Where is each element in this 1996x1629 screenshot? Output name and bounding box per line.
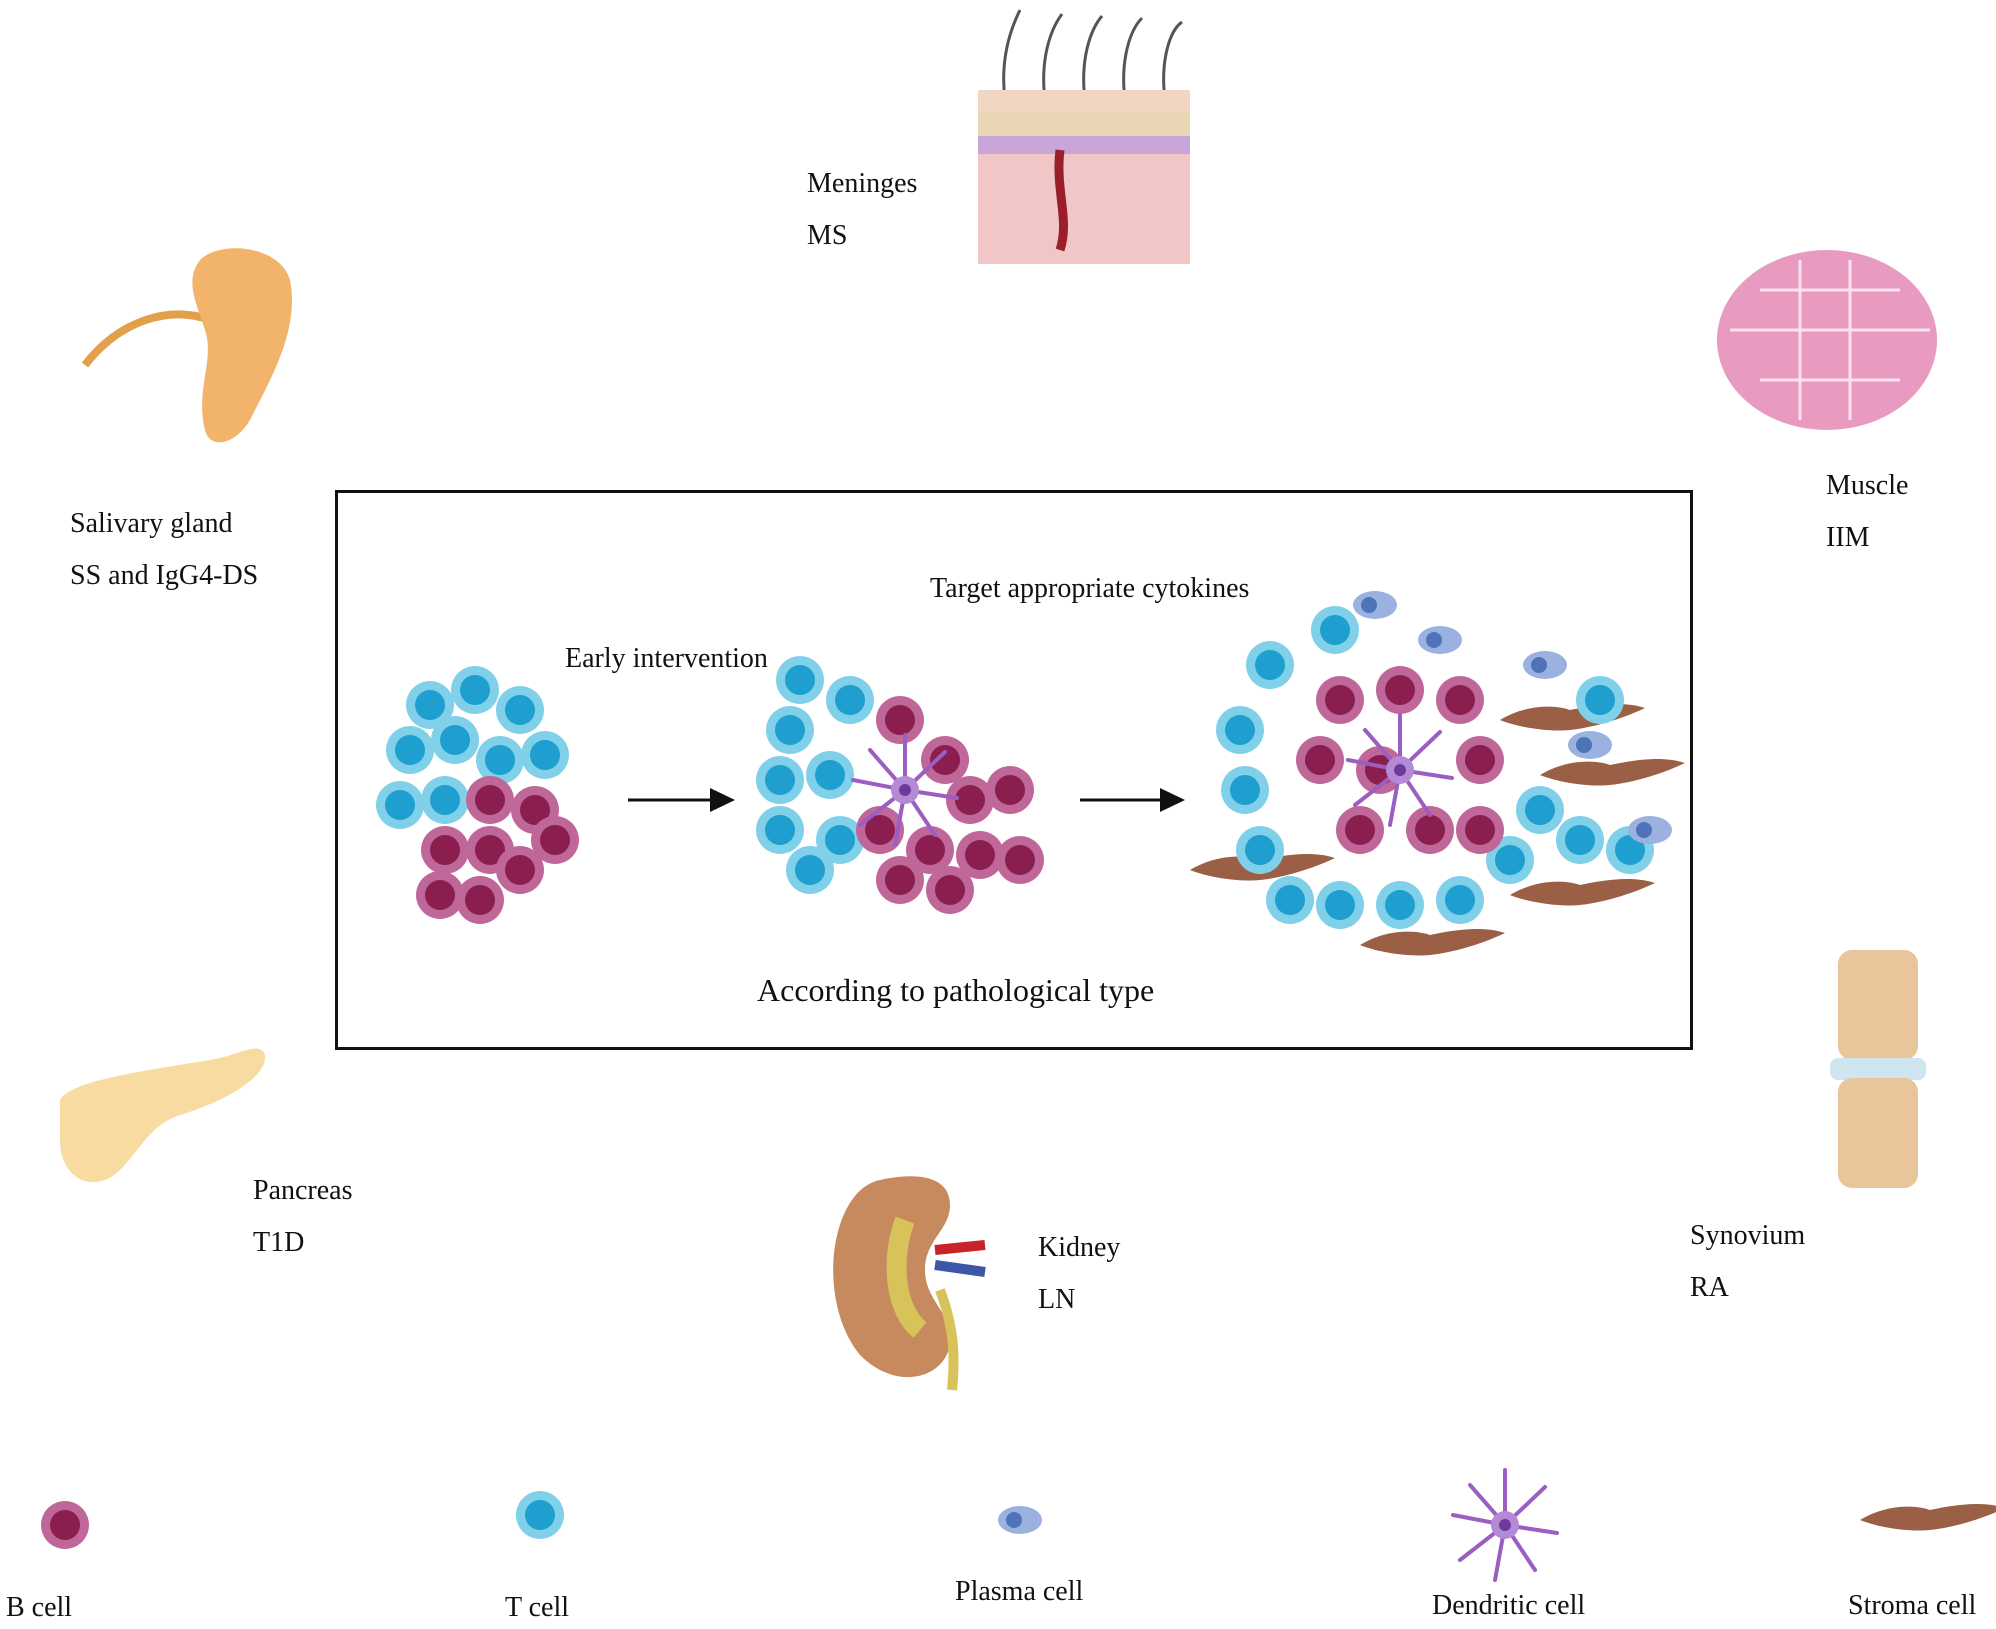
synovium-label: Synovium RA bbox=[1690, 1210, 1805, 1314]
legend-dendritic-cell-icon bbox=[1451, 1468, 1559, 1582]
arrow-1 bbox=[628, 788, 735, 812]
legend-b-cell-label: B cell bbox=[6, 1592, 73, 1623]
legend-t-cell-label: T cell bbox=[505, 1592, 570, 1623]
legend-t-cell-icon bbox=[516, 1491, 564, 1539]
pancreas-illustration bbox=[60, 1048, 266, 1183]
muscle-label: Muscle IIM bbox=[1826, 460, 1908, 564]
synovium-name: Synovium bbox=[1690, 1220, 1806, 1251]
legend-plasma-cell-icon bbox=[998, 1506, 1042, 1534]
muscle-illustration bbox=[1717, 250, 1937, 430]
pancreas-label: Pancreas T1D bbox=[253, 1165, 353, 1269]
cytokines-label: Target appropriate cytokines bbox=[930, 573, 1250, 604]
salivary-label: Salivary gland SS and IgG4-DS bbox=[70, 498, 258, 602]
kidney-illustration bbox=[833, 1176, 986, 1391]
arrow-2 bbox=[1080, 788, 1185, 812]
kidney-name: Kidney bbox=[1038, 1232, 1121, 1263]
pathology-label: According to pathological type bbox=[757, 972, 1155, 1008]
legend-dendritic-cell-label: Dendritic cell bbox=[1432, 1590, 1586, 1621]
salivary-name: Salivary gland bbox=[70, 508, 233, 539]
kidney-disease: LN bbox=[1038, 1284, 1076, 1315]
kidney-label: Kidney LN bbox=[1038, 1222, 1120, 1326]
legend-stroma-cell-icon bbox=[1860, 1504, 1996, 1531]
meninges-name: Meninges bbox=[807, 168, 918, 199]
meninges-illustration bbox=[978, 9, 1190, 264]
legend-plasma-cell-label: Plasma cell bbox=[955, 1576, 1084, 1607]
central-process-box bbox=[335, 490, 1693, 1050]
muscle-disease: IIM bbox=[1826, 522, 1870, 553]
synovium-disease: RA bbox=[1690, 1272, 1729, 1303]
legend-b-cell-icon bbox=[41, 1501, 89, 1549]
early-intervention-label: Early intervention bbox=[565, 643, 768, 674]
meninges-label: Meninges MS bbox=[807, 158, 917, 262]
muscle-name: Muscle bbox=[1826, 470, 1909, 501]
salivary-disease: SS and IgG4-DS bbox=[70, 560, 259, 591]
legend-stroma-cell-label: Stroma cell bbox=[1848, 1590, 1977, 1621]
salivary-gland-illustration bbox=[81, 248, 292, 443]
pancreas-name: Pancreas bbox=[253, 1175, 353, 1206]
synovium-illustration bbox=[1830, 950, 1926, 1188]
meninges-disease: MS bbox=[807, 220, 848, 251]
pancreas-disease: T1D bbox=[253, 1227, 305, 1258]
